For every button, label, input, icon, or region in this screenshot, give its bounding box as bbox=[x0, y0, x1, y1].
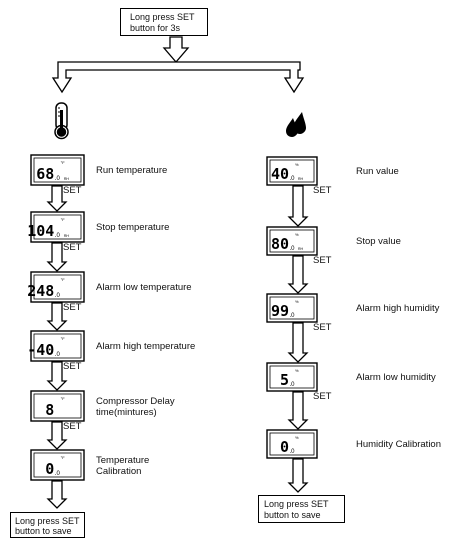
lcd-decimal: .0 bbox=[290, 176, 296, 182]
lcd-unit: % bbox=[295, 299, 299, 304]
set-button-label: SET bbox=[63, 185, 82, 196]
lcd-decimal: .0 bbox=[55, 471, 61, 477]
lcd-display: 80.0% RH bbox=[266, 226, 318, 256]
lcd-unit: % bbox=[295, 368, 299, 373]
lcd-display: 0.0% bbox=[266, 429, 318, 459]
lcd-display: 99.0% bbox=[266, 293, 318, 323]
temperature-step-label-2: Calibration bbox=[96, 466, 142, 477]
down-arrow bbox=[46, 242, 68, 272]
down-arrow bbox=[287, 255, 309, 294]
lcd-unit-secondary: RH bbox=[298, 177, 304, 181]
lcd-decimal: .0 bbox=[290, 449, 296, 455]
temperature-step-label: Run temperature bbox=[96, 165, 168, 176]
lcd-value: 99 bbox=[271, 302, 289, 320]
lcd-display: 104.0 °F RH bbox=[27, 211, 85, 243]
lcd-value: 0 bbox=[280, 438, 289, 456]
set-button-label: SET bbox=[63, 242, 82, 253]
end-right-line-1: Long press SET bbox=[264, 499, 329, 509]
lcd-decimal: .0 bbox=[55, 233, 61, 239]
lcd-display: -40.0 °F bbox=[27, 330, 85, 362]
lcd-unit: °F bbox=[61, 160, 66, 165]
lcd-value: 104 bbox=[27, 222, 54, 240]
lcd-unit-secondary: RH bbox=[64, 177, 70, 181]
down-arrow bbox=[46, 185, 68, 212]
humidity-step-label: Alarm low humidity bbox=[356, 372, 436, 383]
down-arrow bbox=[287, 391, 309, 430]
lcd-display: 5.0% bbox=[266, 362, 318, 392]
lcd-display: 40.0% RH bbox=[266, 156, 318, 186]
lcd-unit: % bbox=[295, 435, 299, 440]
lcd-unit: % bbox=[295, 232, 299, 237]
lcd-unit-secondary: RH bbox=[64, 234, 70, 238]
lcd-decimal: .0 bbox=[55, 352, 61, 358]
lcd-value: 0 bbox=[45, 460, 54, 478]
lcd-value: 68 bbox=[36, 165, 54, 183]
lcd-value: 40 bbox=[271, 165, 289, 183]
set-button-label: SET bbox=[313, 185, 332, 196]
end-left-line-1: Long press SET bbox=[15, 516, 80, 526]
save-instruction-box-right: Long press SET button to save bbox=[258, 495, 345, 523]
end-left-line-2: button to save bbox=[15, 526, 72, 536]
lcd-unit: °F bbox=[61, 336, 66, 341]
start-line-2: button for 3s bbox=[130, 23, 181, 33]
lcd-display: 0.0 °F bbox=[30, 449, 85, 481]
lcd-unit: °F bbox=[61, 396, 66, 401]
lcd-value: 8 bbox=[45, 401, 54, 419]
start-instruction-box: Long press SET button for 3s bbox=[120, 8, 208, 36]
temperature-step-label: Alarm low temperature bbox=[96, 282, 192, 293]
down-arrow bbox=[46, 480, 68, 509]
lcd-unit: °F bbox=[61, 217, 66, 222]
down-arrow bbox=[46, 302, 68, 331]
set-button-label: SET bbox=[63, 302, 82, 313]
down-arrow bbox=[287, 185, 309, 227]
humidity-step-label: Run value bbox=[356, 166, 399, 177]
lcd-value: 5 bbox=[280, 371, 289, 389]
lcd-value: 80 bbox=[271, 235, 289, 253]
humidity-step-label: Stop value bbox=[356, 236, 401, 247]
split-arrow bbox=[51, 36, 305, 94]
lcd-display: 8 °F bbox=[30, 390, 85, 422]
end-right-line-2: button to save bbox=[264, 510, 321, 520]
temperature-step-label-2: time(mintures) bbox=[96, 407, 157, 418]
thermometer-icon bbox=[54, 102, 69, 140]
set-button-label: SET bbox=[313, 255, 332, 266]
lcd-unit: °F bbox=[61, 277, 66, 282]
lcd-unit: °F bbox=[61, 455, 66, 460]
lcd-display: 68.0 °F RH bbox=[30, 154, 85, 186]
down-arrow bbox=[46, 361, 68, 391]
down-arrow bbox=[287, 322, 309, 363]
set-button-label: SET bbox=[63, 361, 82, 372]
set-button-label: SET bbox=[313, 322, 332, 333]
lcd-value: -40 bbox=[27, 341, 54, 359]
temperature-step-label: Compressor Delay bbox=[96, 396, 175, 407]
lcd-decimal: .0 bbox=[290, 313, 296, 319]
lcd-decimal: .0 bbox=[290, 246, 296, 252]
lcd-unit-secondary: RH bbox=[298, 247, 304, 251]
lcd-unit: % bbox=[295, 162, 299, 167]
lcd-decimal: .0 bbox=[290, 382, 296, 388]
lcd-display: 248.0 °F bbox=[27, 271, 85, 303]
down-arrow bbox=[287, 458, 309, 493]
set-button-label: SET bbox=[313, 391, 332, 402]
save-instruction-box-left: Long press SET button to save bbox=[10, 512, 85, 538]
humidity-step-label: Alarm high humidity bbox=[356, 303, 440, 314]
water-drops-icon bbox=[286, 112, 306, 137]
down-arrow bbox=[46, 421, 68, 450]
lcd-decimal: .0 bbox=[55, 176, 61, 182]
temperature-step-label: Alarm high temperature bbox=[96, 341, 196, 352]
temperature-step-label: Stop temperature bbox=[96, 222, 170, 233]
lcd-value: 248 bbox=[27, 282, 54, 300]
start-line-1: Long press SET bbox=[130, 12, 195, 22]
set-button-label: SET bbox=[63, 421, 82, 432]
temperature-step-label: Temperature bbox=[96, 455, 150, 466]
lcd-decimal: .0 bbox=[55, 293, 61, 299]
humidity-step-label: Humidity Calibration bbox=[356, 439, 442, 450]
